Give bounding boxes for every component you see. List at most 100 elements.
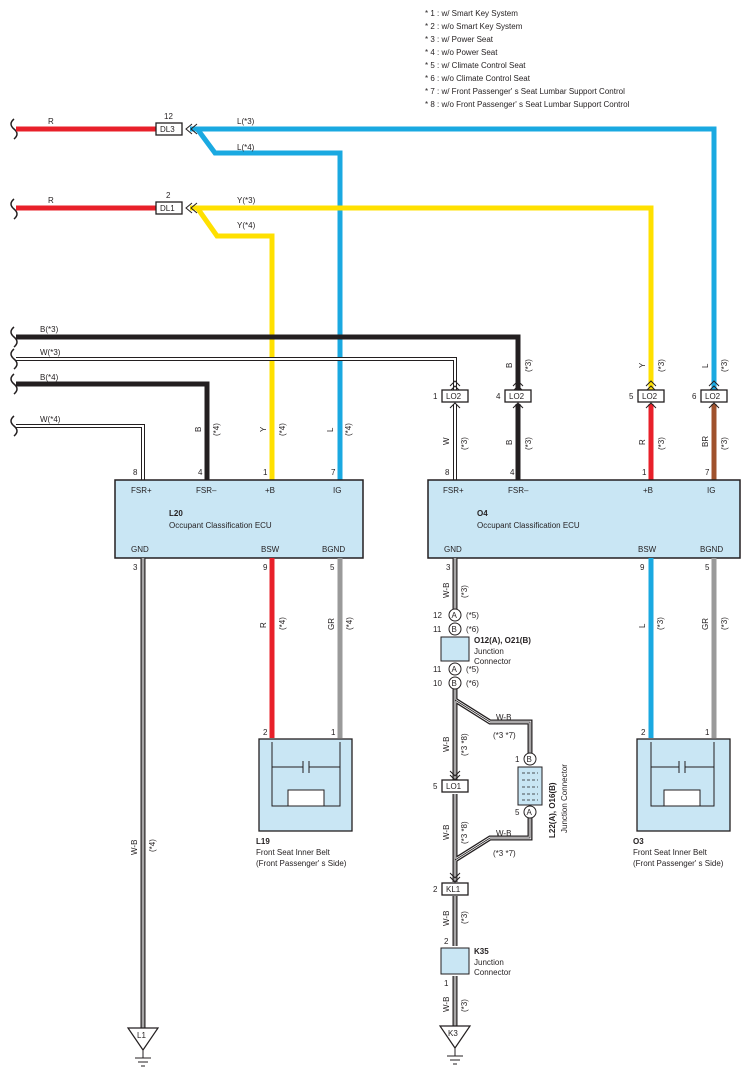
lo1-label: LO1 [446,782,462,791]
wire-label-wb-branch1: W-B [496,713,511,722]
k35-line2: Connector [474,968,511,977]
wire-label-r-low: R [638,439,647,445]
wire-label-w4: W(*4) [40,415,61,424]
l20-name: Occupant Classification ECU [169,521,272,530]
wire-label-b-up: B [505,363,514,368]
lo2-pin-6: 6 [692,392,697,401]
o12-line1: Junction [474,647,504,656]
wire-label-y-l20: Y [259,426,268,432]
wire-label-wb-2: W-B [442,737,451,752]
lo2-to-o4-wires [453,404,717,480]
o3-side: (Front Passenger' s Side) [633,859,724,868]
wire-label-l-up: L [701,363,710,368]
o12-code: O12(A), O21(B) [474,636,531,645]
wire-label-r-2: R [48,196,54,205]
o4-pin-b: +B [643,486,653,495]
wire-break-symbols [10,118,18,437]
wire-label-s4-gnd: (*4) [148,839,157,852]
o12-line2: Connector [474,657,511,666]
wire-label-s3-gnd1: (*3) [460,585,469,598]
ecu-o4: 8 4 1 7 FSR+ FSR– +B IG O4 Occupant Clas… [427,468,741,572]
ground-k3-label: K3 [448,1029,458,1038]
o4-pin-b-no: 1 [642,468,647,477]
o4-gnd-wire-labels: W-B (*3) W-B (*3 *8) W-B (*3 *8) W-B (*3… [442,583,516,1012]
lo2-pin-5: 5 [629,392,634,401]
l20-pin-b: +B [265,486,275,495]
wire-label-s3-gnd3: (*3) [460,999,469,1012]
wire-label-wb-5: W-B [442,997,451,1012]
l19-side: (Front Passenger' s Side) [256,859,347,868]
l20-pin-gnd-no: 3 [133,563,138,572]
k35-pin-2: 2 [444,937,449,946]
note-3: * 3 : w/ Power Seat [425,35,494,44]
note-4: * 4 : w/o Power Seat [425,48,498,57]
lo2-label-4: LO2 [509,392,525,401]
o3-code: O3 [633,837,644,846]
o4-bgnd-wire: GR (*3) [701,558,729,738]
wire-label-y3: Y(*3) [237,196,256,205]
o12-s5-top: (*5) [466,611,479,620]
o3-pin-1: 1 [705,728,710,737]
o12-letter-b-bot: B [452,679,457,688]
wire-label-b3: B(*3) [40,325,59,334]
lo2-label-5: LO2 [642,392,658,401]
connector-lo2-pin1: LO2 1 [433,380,469,409]
l19-pin-2: 2 [263,728,268,737]
l20-gnd-wire: W-B (*4) [130,558,157,1028]
lo2-lower-wire-labels: W (*3) B (*3) R (*3) BR (*3) [442,436,729,450]
ground-l1-label: L1 [137,1031,146,1040]
o4-gnd-wire [452,558,533,1026]
wire-label-s3-up1: (*3) [524,359,533,372]
wire-label-wb-4: W-B [442,911,451,926]
connector-lo2-pin4: LO2 4 [496,380,532,409]
note-1: * 1 : w/ Smart Key System [425,9,518,18]
l20-bgnd-wire: GR (*4) [327,558,354,738]
connector-lo2-pin5: LO2 5 [629,380,665,409]
wire-label-gr-o3: GR [701,618,710,630]
wire-label-s4-b: (*4) [278,423,287,436]
wire-label-b4: B(*4) [40,373,59,382]
k35-line1: Junction [474,958,504,967]
dl1-label: DL1 [160,204,175,213]
yellow-wires [190,205,654,480]
connector-lo2-pin6: LO2 6 [692,380,728,409]
wire-label-l4: L(*4) [237,143,255,152]
o3-pin-2: 2 [641,728,646,737]
wire-label-s38-2: (*3 *8) [460,821,469,844]
l20-pin-fsrm-no: 4 [198,468,203,477]
o4-pin-bsw: BSW [638,545,657,554]
lo2-label-6: LO2 [705,392,721,401]
o4-bsw-wire: L (*3) [638,558,665,738]
l19-name: Front Seat Inner Belt [256,848,331,857]
wire-label-s3-up3: (*3) [720,359,729,372]
o4-pin-bsw-no: 9 [640,563,645,572]
l20-pin-ig: IG [333,486,341,495]
o12-s6-bot: (*6) [466,679,479,688]
l20-pin-bsw-no: 9 [263,563,268,572]
wire-label-b-low: B [505,440,514,445]
ground-k3: K3 [438,1025,472,1065]
junction-o12-o21: A 12 (*5) B 11 (*6) O12(A), O21(B) Junct… [433,608,531,690]
wire-label-s4-a: (*4) [212,423,221,436]
lo2-pin-4: 4 [496,392,501,401]
o4-name: Occupant Classification ECU [477,521,580,530]
wire-label-b-l20: B [194,427,203,432]
wire-label-s4-c: (*4) [344,423,353,436]
wire-label-wb-1: W-B [442,583,451,598]
lo2-pin-1: 1 [433,392,438,401]
blue-wires [190,126,717,480]
o4-pin-ig: IG [707,486,715,495]
o3-name: Front Seat Inner Belt [633,848,708,857]
kl1-label: KL1 [446,885,461,894]
wire-label-s3-up2: (*3) [657,359,666,372]
wire-label-r-1: R [48,117,54,126]
o12-s5-bot: (*5) [466,665,479,674]
wire-label-s3-bgnd: (*3) [720,617,729,630]
wire-label-l-l20: L [326,427,335,432]
l22-code: L22(A), O16(B) [548,782,557,838]
black-wire-b3: B(*3) [16,325,521,390]
o4-pin-fsrp-no: 8 [445,468,450,477]
o12-letter-b-top: B [452,625,457,634]
wire-label-r-l19: R [259,622,268,628]
